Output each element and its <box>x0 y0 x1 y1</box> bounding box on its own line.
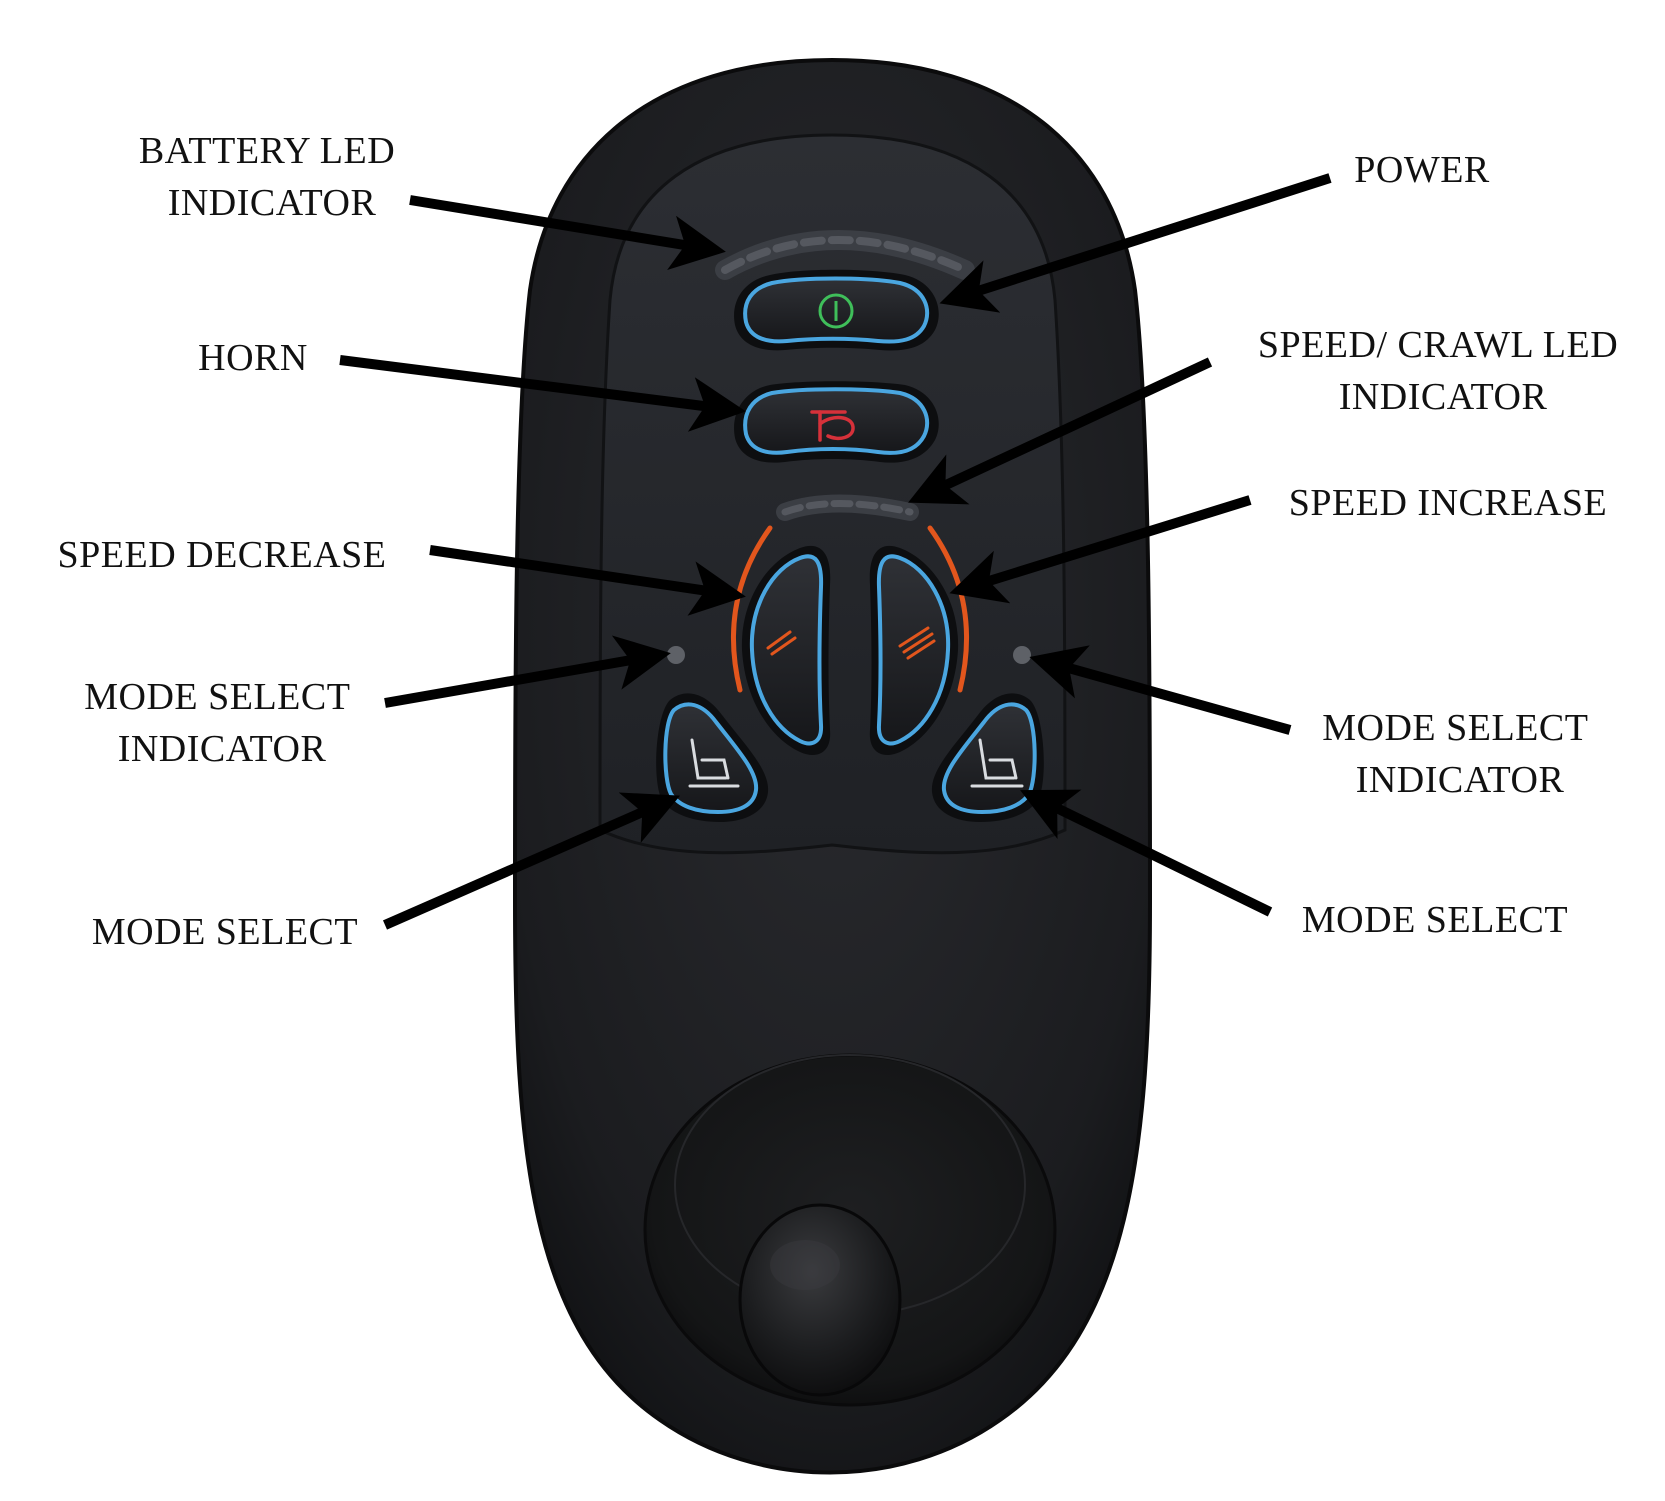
arrow-power <box>939 173 1332 313</box>
mode-select-indicator-left <box>667 646 685 664</box>
label-speed-increase: SPEED INCREASE <box>1289 482 1607 524</box>
joystick-knob[interactable] <box>738 1203 902 1397</box>
arrow-horn <box>339 355 746 432</box>
fast-speed-icon <box>898 626 936 660</box>
arrow-speed-increase <box>949 495 1252 604</box>
arrow-mode-select-indicator-left <box>384 635 671 708</box>
slow-speed-icon <box>766 630 797 656</box>
mode-select-button-left[interactable] <box>656 693 769 822</box>
label-horn: HORN <box>198 337 308 379</box>
mode-select-button-right[interactable] <box>931 693 1044 822</box>
label-power: POWER <box>1354 149 1490 191</box>
battery-led-indicator <box>715 230 975 280</box>
callout-arrows <box>339 173 1332 930</box>
label-speed-crawl-led: SPEED/ CRAWL LED INDICATOR <box>1258 324 1628 418</box>
speed-arc-right <box>927 525 970 693</box>
power-icon <box>818 293 854 329</box>
reclining-seat-icon <box>688 738 740 788</box>
arrow-mode-select-indicator-right <box>1029 645 1292 735</box>
reclining-seat-icon <box>970 738 1024 788</box>
label-mode-select-right: MODE SELECT <box>1302 899 1568 941</box>
mode-select-indicator-right <box>1013 646 1031 664</box>
speed-decrease-button[interactable] <box>741 545 831 756</box>
label-battery-led: BATTERY LED INDICATOR <box>139 130 405 224</box>
arrow-mode-select-right <box>1020 789 1273 917</box>
arrow-mode-select-left <box>382 792 681 930</box>
horn-icon <box>810 410 855 442</box>
label-mode-select-indicator-left: MODE SELECT INDICATOR <box>84 676 360 770</box>
arrow-speed-decrease <box>429 545 746 616</box>
label-mode-select-indicator-right: MODE SELECT INDICATOR <box>1322 707 1598 801</box>
arrow-speed-crawl-led <box>908 357 1213 505</box>
horn-button[interactable] <box>734 381 939 463</box>
speed-increase-button[interactable] <box>869 545 959 756</box>
power-button[interactable] <box>734 269 939 351</box>
label-speed-decrease: SPEED DECREASE <box>58 534 387 576</box>
callout-labels: BATTERY LED INDICATOR POWER HORN SPEED/ … <box>58 130 1628 953</box>
arrow-battery-led <box>409 195 726 271</box>
speed-crawl-led-indicator <box>776 494 919 521</box>
label-mode-select-left: MODE SELECT <box>92 911 358 953</box>
